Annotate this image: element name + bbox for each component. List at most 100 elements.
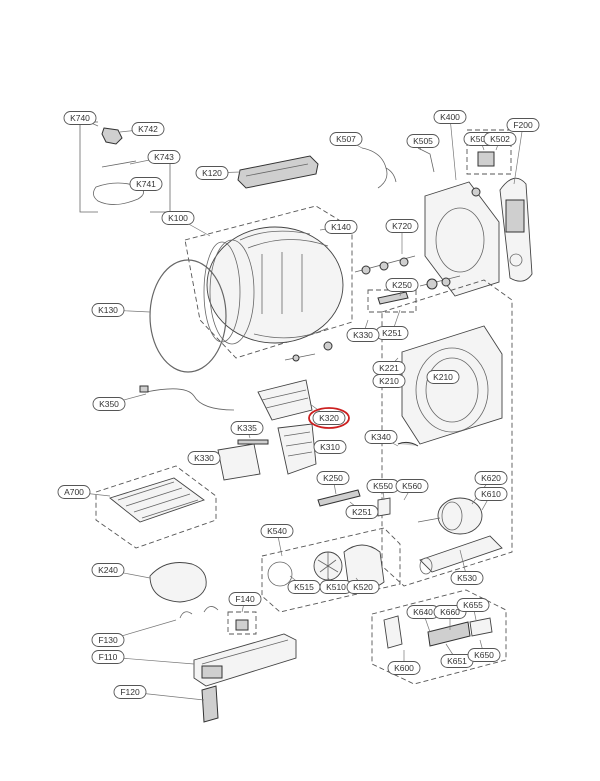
label-oval [195, 166, 229, 180]
callout-k130: K130 [91, 303, 151, 317]
callout-k650: K650 [467, 639, 501, 662]
label-text: K140 [331, 222, 351, 232]
callout-f120: F120 [113, 685, 205, 701]
label-text: F110 [99, 652, 118, 662]
part-k340 [397, 441, 419, 447]
hose-kit-group [79, 121, 171, 213]
label-oval [467, 648, 501, 662]
shaft-assembly [354, 255, 461, 290]
callout-k655: K655 [456, 598, 490, 621]
drawer-f110 [193, 633, 297, 687]
callout-k640: K640 [406, 605, 440, 633]
callout-k610: K610 [474, 487, 508, 511]
duct-k330 [217, 443, 261, 481]
label-oval [230, 421, 264, 435]
label-oval [406, 134, 440, 148]
label-text: K620 [481, 473, 501, 483]
callout-k310: K310 [313, 440, 347, 454]
front-panel-k210 [401, 325, 503, 445]
blower-assembly [267, 544, 385, 590]
label-oval [456, 598, 490, 612]
wire-f130-b [203, 606, 219, 613]
callout-k320: K320 [309, 403, 346, 425]
label-oval [346, 580, 380, 594]
label-text: K540 [267, 526, 287, 536]
callout-k100: K100 [161, 211, 211, 237]
label-oval [260, 524, 294, 538]
label-oval [91, 633, 125, 647]
gasket-k130 [149, 259, 227, 373]
label-text: K350 [99, 399, 119, 409]
label-oval [161, 211, 195, 225]
label-oval [187, 451, 221, 465]
filter-housing-k320 [257, 379, 313, 421]
label-text: K741 [136, 179, 156, 189]
callout-a700: A700 [57, 485, 111, 499]
label-oval [385, 219, 419, 233]
label-oval [426, 370, 460, 384]
label-text: K251 [352, 507, 372, 517]
label-text: K742 [138, 124, 158, 134]
label-text: F200 [513, 120, 533, 130]
label-oval [316, 471, 350, 485]
label-text: A700 [64, 487, 84, 497]
callout-k120: K120 [195, 166, 241, 180]
label-oval [131, 122, 165, 136]
label-text: K210 [379, 376, 399, 386]
label-oval [57, 485, 91, 499]
label-oval [228, 592, 262, 606]
label-oval [433, 110, 467, 124]
callout-k560: K560 [395, 479, 429, 501]
label-oval [91, 650, 125, 664]
label-text: K515 [294, 582, 314, 592]
label-text: K250 [323, 473, 343, 483]
callout-k251: K251 [345, 501, 379, 519]
drum-assembly [203, 226, 344, 345]
callout-k350: K350 [92, 393, 147, 411]
control-panel-f200 [499, 177, 533, 282]
label-text: K120 [202, 168, 222, 178]
label-text: K507 [336, 134, 356, 144]
callout-k530: K530 [450, 549, 484, 585]
part-f120 [201, 685, 219, 723]
callout-k330: K330 [346, 319, 380, 342]
label-oval [63, 111, 97, 125]
label-oval [91, 303, 125, 317]
blower-outline [261, 527, 401, 613]
label-text: K330 [353, 330, 373, 340]
wire-f130-a [179, 611, 193, 619]
callout-f110: F110 [91, 650, 195, 665]
label-text: K743 [154, 152, 174, 162]
callout-k340: K340 [364, 430, 399, 447]
part-k240 [149, 562, 207, 603]
drying-rack-a700 [109, 477, 205, 523]
label-text: K251 [382, 328, 402, 338]
callout-k335: K335 [230, 421, 264, 439]
callout-k740: K740 [63, 111, 99, 127]
label-oval [329, 132, 363, 146]
callout-k400: K400 [433, 110, 467, 181]
label-text: K502 [490, 134, 510, 144]
part-k336 [323, 341, 333, 351]
callout-k742: K742 [119, 122, 165, 136]
callout-k540: K540 [260, 524, 294, 557]
label-text: F130 [98, 635, 118, 645]
rear-panel-k400 [424, 181, 500, 297]
callout-f200: F200 [506, 118, 540, 185]
part-k550 [377, 497, 391, 517]
label-oval [474, 471, 508, 485]
label-oval [450, 571, 484, 585]
wire-k507 [361, 147, 397, 189]
label-text: K509 [470, 134, 490, 144]
label-oval [346, 328, 380, 342]
motor-k610 [417, 497, 483, 535]
label-text: K651 [447, 656, 467, 666]
callout-k741: K741 [129, 177, 163, 191]
label-text: K320 [319, 413, 339, 423]
label-text: K250 [392, 280, 412, 290]
callout-k520: K520 [346, 577, 380, 594]
label-text: K560 [402, 481, 422, 491]
label-oval [506, 118, 540, 132]
part-k120 [237, 155, 319, 189]
